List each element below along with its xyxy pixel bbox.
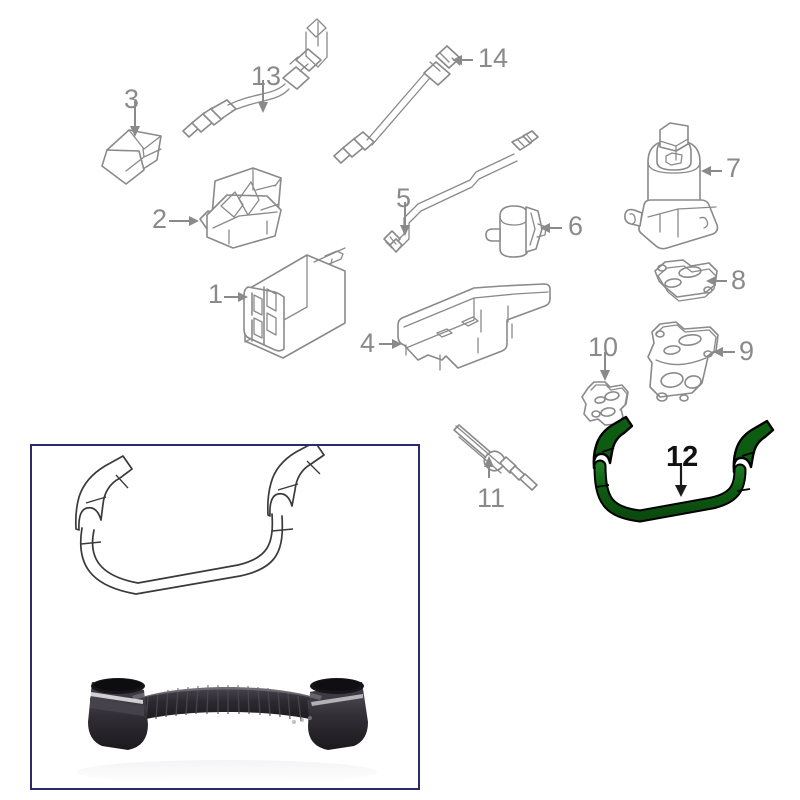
inset-line-drawing [74, 446, 325, 595]
callout-leader-8 [706, 276, 727, 286]
highlighted-part-detail-box [30, 444, 420, 790]
callout-label-1: 1 [208, 279, 224, 309]
part-canister-shield [397, 283, 551, 371]
part-pressure-sensor [101, 129, 162, 185]
callout-label-13: 13 [251, 61, 282, 91]
callout-leader-12 [675, 463, 687, 497]
callout-label-11: 11 [477, 483, 506, 513]
part-purge-tube [383, 130, 539, 253]
part-temperature-sensor [453, 424, 538, 491]
callout-leader-4 [379, 339, 402, 349]
part-vapor-canister [243, 247, 346, 359]
callout-label-12: 12 [666, 441, 699, 473]
callout-label-6: 6 [568, 211, 584, 241]
callout-leader-1 [224, 292, 248, 302]
callout-leader-10 [600, 352, 610, 381]
callout-label-7: 7 [726, 153, 742, 183]
callout-label-4: 4 [360, 328, 376, 358]
callout-label-10: 10 [588, 332, 619, 362]
callout-label-2: 2 [152, 204, 168, 234]
part-egr-adapter [647, 321, 719, 402]
callout-leader-11 [484, 456, 494, 478]
inset-product-photo [32, 646, 418, 786]
part-oxygen-sensor-upstream [182, 18, 328, 138]
callout-label-5: 5 [396, 183, 412, 213]
callout-leader-6 [540, 223, 562, 233]
part-egr-valve [624, 122, 719, 250]
callout-label-14: 14 [478, 43, 509, 73]
callout-leader-5 [400, 202, 410, 236]
part-oxygen-sensor-downstream [333, 45, 461, 164]
callout-leader-3 [130, 101, 140, 137]
callout-leader-14 [452, 55, 473, 65]
callout-leader-2 [169, 216, 199, 226]
callout-label-8: 8 [731, 265, 747, 295]
callout-label-3: 3 [124, 84, 140, 114]
part-crankcase-vent-hose-highlight [592, 415, 775, 523]
callout-leader-9 [713, 347, 735, 357]
part-canister-bracket-clip [199, 167, 282, 249]
part-adapter-gasket [581, 381, 629, 426]
callout-leader-7 [701, 166, 722, 176]
part-purge-valve [485, 205, 547, 258]
callout-label-9: 9 [739, 336, 755, 366]
callout-leader-13 [258, 80, 268, 113]
